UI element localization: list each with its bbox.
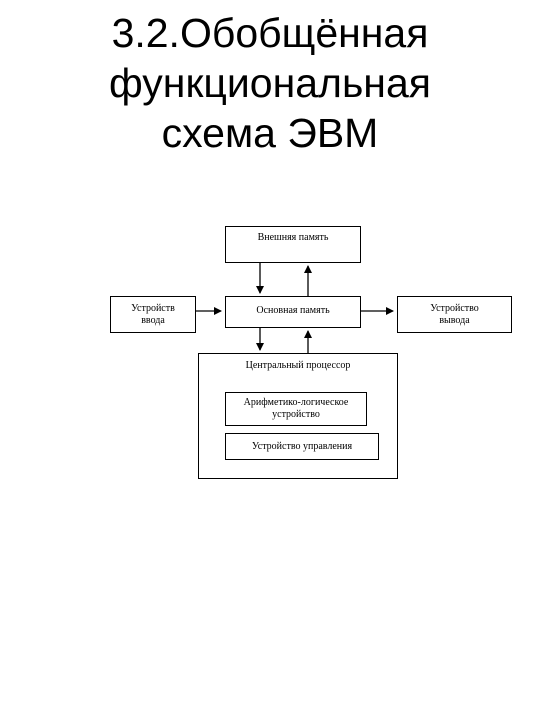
control-unit-label: Устройство управления (251, 440, 353, 452)
alu-label-line-2: устройство (272, 409, 320, 420)
slide-title: 3.2.Обобщённая функциональная схема ЭВМ (0, 8, 540, 158)
input-device-label-line-2: ввода (141, 314, 165, 326)
title-line-1: 3.2.Обобщённая (111, 10, 429, 56)
output-device-box: Устройство вывода (397, 296, 512, 333)
alu-label-line-1: Арифметико-логическое (243, 397, 349, 408)
control-unit-box: Устройство управления (225, 433, 379, 460)
cpu-label: Центральный процессор (245, 360, 351, 371)
title-line-2: функциональная (109, 60, 431, 106)
alu-box: Арифметико-логическое устройство (225, 392, 367, 426)
external-memory-box: Внешняя память (225, 226, 361, 263)
input-device-label-line-1: Устройств (131, 302, 175, 314)
input-device-box: Устройств ввода (110, 296, 196, 333)
main-memory-box: Основная память (225, 296, 361, 328)
title-line-3: схема ЭВМ (161, 110, 379, 156)
external-memory-label: Внешняя память (257, 232, 329, 243)
output-device-label-line-1: Устройство (430, 302, 479, 314)
main-memory-label: Основная память (256, 305, 330, 316)
output-device-label-line-2: вывода (439, 314, 470, 326)
